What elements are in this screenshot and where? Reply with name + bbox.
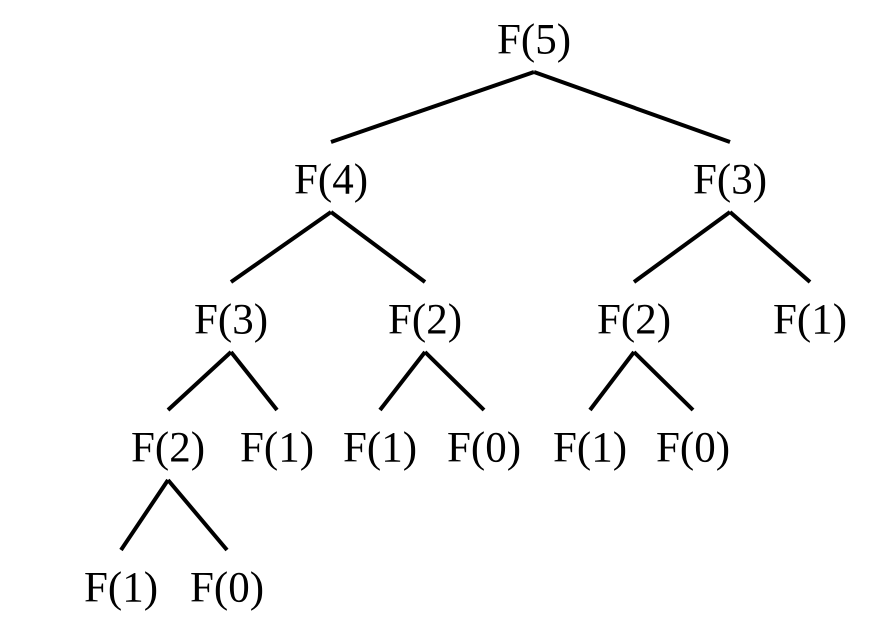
tree-node-label: F(2) xyxy=(131,425,205,472)
tree-node-label: F(1) xyxy=(773,297,847,344)
tree-edge xyxy=(632,210,732,284)
tree-edge xyxy=(728,210,812,284)
tree-edge xyxy=(423,350,486,412)
tree-edge xyxy=(329,210,427,284)
tree-edge xyxy=(229,210,333,284)
tree-node-label: F(2) xyxy=(597,297,671,344)
tree-node-label: F(0) xyxy=(190,565,264,612)
tree-node-label: F(3) xyxy=(693,157,767,204)
tree-node-label: F(0) xyxy=(447,425,521,472)
tree-nodes: F(5) F(4) F(3) F(3) F(2) F(2) F(1) F(2) F(1) F(1)… xyxy=(84,17,847,612)
tree-node-label: F(2) xyxy=(388,297,462,344)
tree-node-label: F(0) xyxy=(656,425,730,472)
tree-node-label: F(3) xyxy=(194,297,268,344)
tree-edge xyxy=(588,350,636,412)
tree-node-label: F(1) xyxy=(343,425,417,472)
tree-edge xyxy=(119,478,170,552)
tree-edge xyxy=(166,350,233,412)
tree-edge xyxy=(378,350,427,412)
tree-edge xyxy=(330,70,535,144)
tree-edge xyxy=(533,70,731,144)
tree-node-label: F(1) xyxy=(84,565,158,612)
tree-node-label: F(1) xyxy=(553,425,627,472)
tree-edge xyxy=(229,350,279,412)
tree-edges xyxy=(119,70,812,552)
tree-edge xyxy=(632,350,695,412)
tree-node-label: F(1) xyxy=(240,425,314,472)
tree-edge xyxy=(166,478,229,552)
tree-node-label: F(5) xyxy=(497,17,571,64)
tree-node-label: F(4) xyxy=(294,157,368,204)
